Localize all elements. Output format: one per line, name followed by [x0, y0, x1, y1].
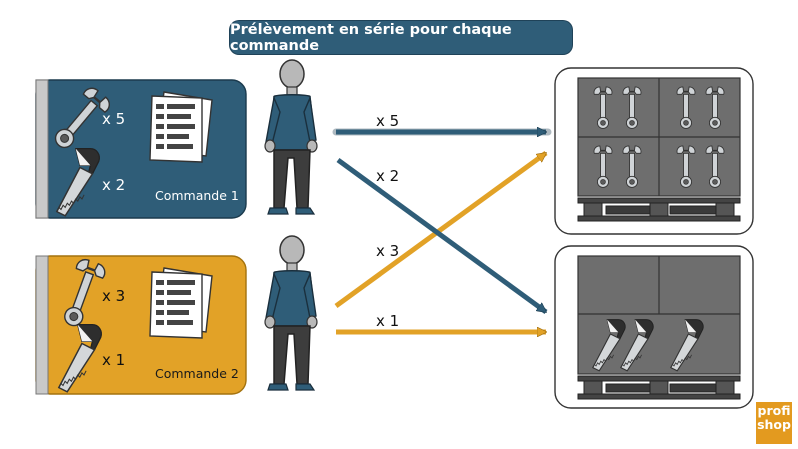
- diagram-title: Prélèvement en série pour chaque command…: [230, 21, 572, 54]
- profishop-logo: profi shop: [756, 402, 792, 444]
- pallet-icon: [577, 197, 741, 222]
- order2-name: Commande 2: [155, 366, 239, 381]
- order1-saw-qty: x 2: [102, 176, 126, 194]
- arrow-label-order1-saw: x 2: [376, 167, 400, 185]
- wrench-shelf: [554, 67, 754, 235]
- logo-line1: profi: [757, 403, 791, 418]
- order-card-2: [35, 255, 247, 395]
- picker-person-icon: [264, 59, 318, 215]
- arrow-label-order2-wrench: x 3: [376, 242, 400, 260]
- card-2-spine: [35, 255, 49, 395]
- picker-person-icon: [264, 235, 318, 391]
- order1-wrench-qty: x 5: [102, 110, 126, 128]
- order-card-1: [35, 79, 247, 219]
- logo-line2: shop: [757, 417, 791, 432]
- order2-wrench-qty: x 3: [102, 287, 126, 305]
- card-1-spine: [35, 79, 49, 219]
- order2-saw-qty: x 1: [102, 351, 126, 369]
- saw-shelf: [554, 245, 754, 409]
- arrow-label-order2-saw: x 1: [376, 312, 400, 330]
- arrow-order2-wrench: [334, 150, 548, 309]
- pallet-icon: [577, 375, 741, 400]
- arrow-label-order1-wrench: x 5: [376, 112, 400, 130]
- order-document-icon: [149, 267, 213, 339]
- arrow-order1-saw: [336, 157, 548, 315]
- order1-name: Commande 1: [155, 188, 239, 203]
- order-document-icon: [149, 91, 213, 163]
